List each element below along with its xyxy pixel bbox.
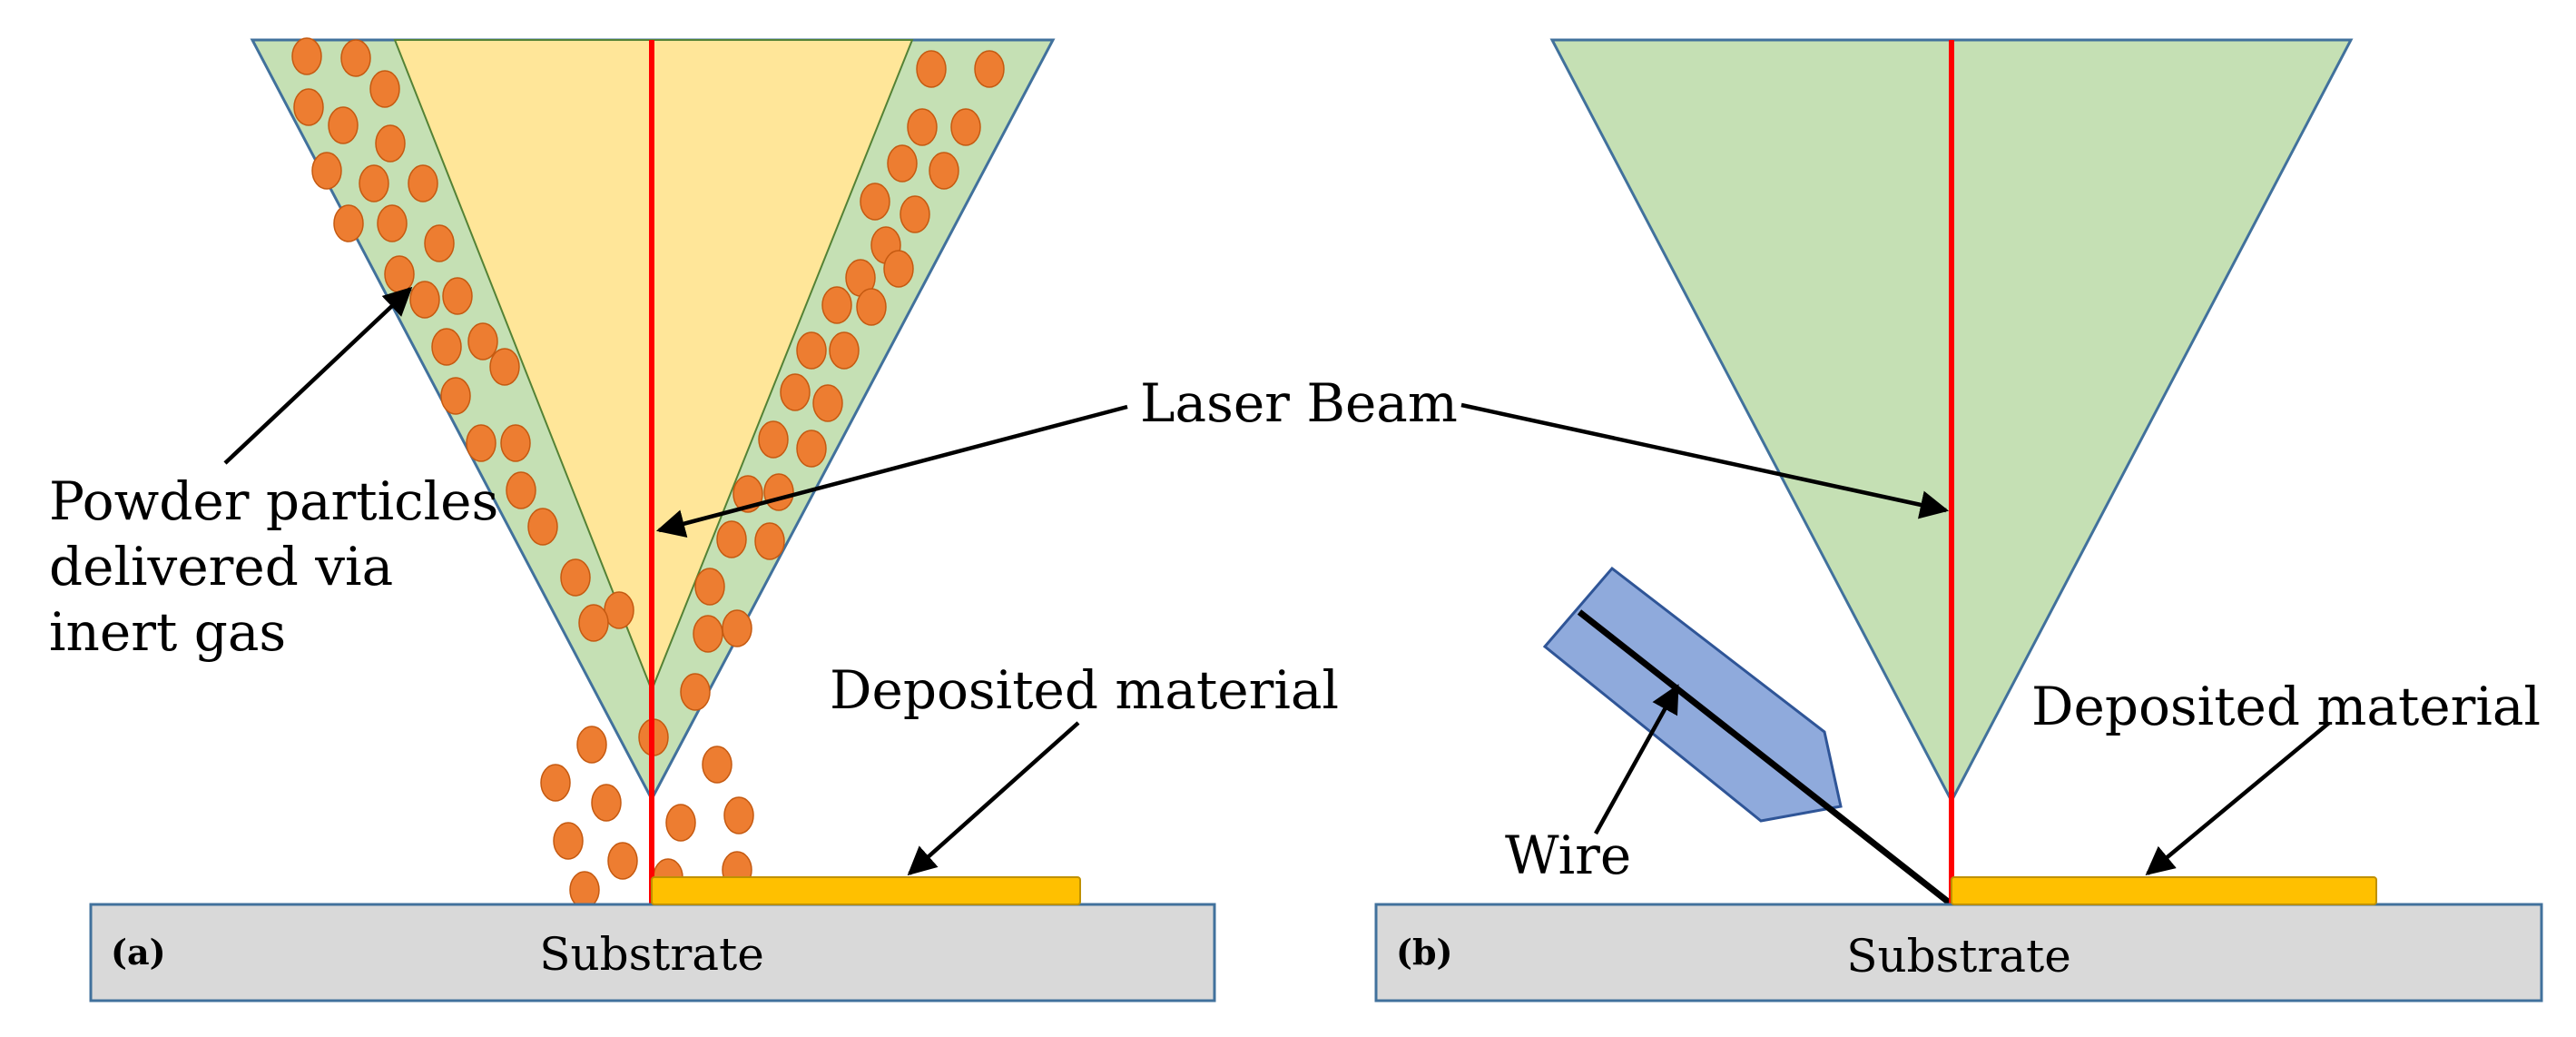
powder-particle xyxy=(929,152,959,190)
powder-particle xyxy=(860,183,890,221)
substrate-b xyxy=(1374,903,2543,1002)
substrate-a-label: Substrate xyxy=(539,928,764,981)
powder-particle xyxy=(607,842,638,880)
powder-particle xyxy=(431,328,462,366)
panel-a: (a) Substrate Laser Beam Powder particle… xyxy=(49,37,1458,1002)
powder-particle xyxy=(527,508,558,546)
deposited-material-b-label: Deposited material xyxy=(2031,676,2541,737)
deposited-material-b xyxy=(1951,876,2377,905)
powder-arrow xyxy=(223,286,413,465)
powder-particle xyxy=(328,106,359,144)
powder-particle xyxy=(293,88,324,126)
powder-particle xyxy=(887,144,918,183)
deposited-material-a xyxy=(651,876,1081,905)
powder-particle xyxy=(340,39,371,77)
laser-beam-arrow-b xyxy=(1460,402,1950,519)
powder-particle xyxy=(466,424,497,462)
powder-particle xyxy=(821,286,852,324)
panel-b: (b) Substrate Wire Deposited material xyxy=(1374,38,2543,1002)
powder-particle xyxy=(500,424,531,462)
powder-particle xyxy=(702,746,732,784)
deposited-arrow-b xyxy=(2145,721,2331,876)
powder-particle xyxy=(553,822,584,860)
powder-particle xyxy=(900,195,930,233)
powder-particle xyxy=(907,108,938,146)
powder-particle xyxy=(883,250,914,288)
powder-particle xyxy=(950,108,981,146)
powder-particle xyxy=(291,37,322,75)
powder-particle xyxy=(665,804,696,842)
powder-particle xyxy=(408,164,438,202)
powder-particle xyxy=(467,322,498,360)
powder-particle xyxy=(763,473,794,511)
powder-particle xyxy=(754,522,785,560)
powder-particle xyxy=(856,288,887,326)
powder-particle xyxy=(591,784,622,822)
powder-particle xyxy=(442,277,473,315)
powder-particle xyxy=(723,796,754,835)
deposited-material-a-label: Deposited material xyxy=(830,659,1339,721)
powder-particle xyxy=(680,673,711,711)
powder-particle xyxy=(375,124,406,163)
powder-particle xyxy=(440,377,471,415)
powder-particle xyxy=(716,520,747,558)
substrate-b-label: Substrate xyxy=(1846,930,2071,983)
powder-particle xyxy=(369,70,400,108)
powder-particle xyxy=(489,348,520,386)
powder-particle xyxy=(506,471,536,509)
powder-particle xyxy=(758,420,789,459)
deposited-arrow-a xyxy=(907,721,1080,876)
substrate-a xyxy=(89,903,1216,1002)
powder-particle xyxy=(409,281,440,319)
powder-particle xyxy=(722,609,752,647)
powder-particle xyxy=(796,331,827,370)
powder-particle xyxy=(576,726,607,764)
powder-particle xyxy=(424,224,455,262)
powder-label-line-2: delivered via xyxy=(49,536,393,598)
powder-particle xyxy=(694,568,725,606)
powder-particle xyxy=(359,164,389,202)
powder-particle xyxy=(384,255,415,293)
powder-particle xyxy=(693,615,723,653)
wire-line xyxy=(1577,609,1954,907)
powder-particle xyxy=(333,204,364,242)
powder-label-line-1: Powder particles xyxy=(49,470,498,532)
powder-particle xyxy=(540,764,571,802)
laser-beam-arrow-a xyxy=(655,404,1128,538)
powder-particle xyxy=(604,591,634,629)
powder-particle xyxy=(916,50,947,88)
powder-particle xyxy=(569,871,600,909)
laser-beam-label: Laser Beam xyxy=(1140,372,1458,434)
wire-label: Wire xyxy=(1505,825,1631,886)
powder-particle xyxy=(812,384,843,422)
powder-label-line-3: inert gas xyxy=(49,601,286,663)
powder-particle xyxy=(796,430,827,468)
wire-arrow xyxy=(1594,684,1679,835)
powder-particle xyxy=(311,152,342,190)
powder-particle xyxy=(780,373,811,411)
panel-b-tag: (b) xyxy=(1396,932,1453,973)
powder-particle xyxy=(377,204,408,242)
powder-particle xyxy=(560,558,591,597)
powder-particles xyxy=(291,37,1005,909)
powder-particle xyxy=(578,604,609,642)
powder-particle xyxy=(974,50,1005,88)
panel-a-tag: (a) xyxy=(111,932,166,973)
powder-particle xyxy=(829,331,860,370)
